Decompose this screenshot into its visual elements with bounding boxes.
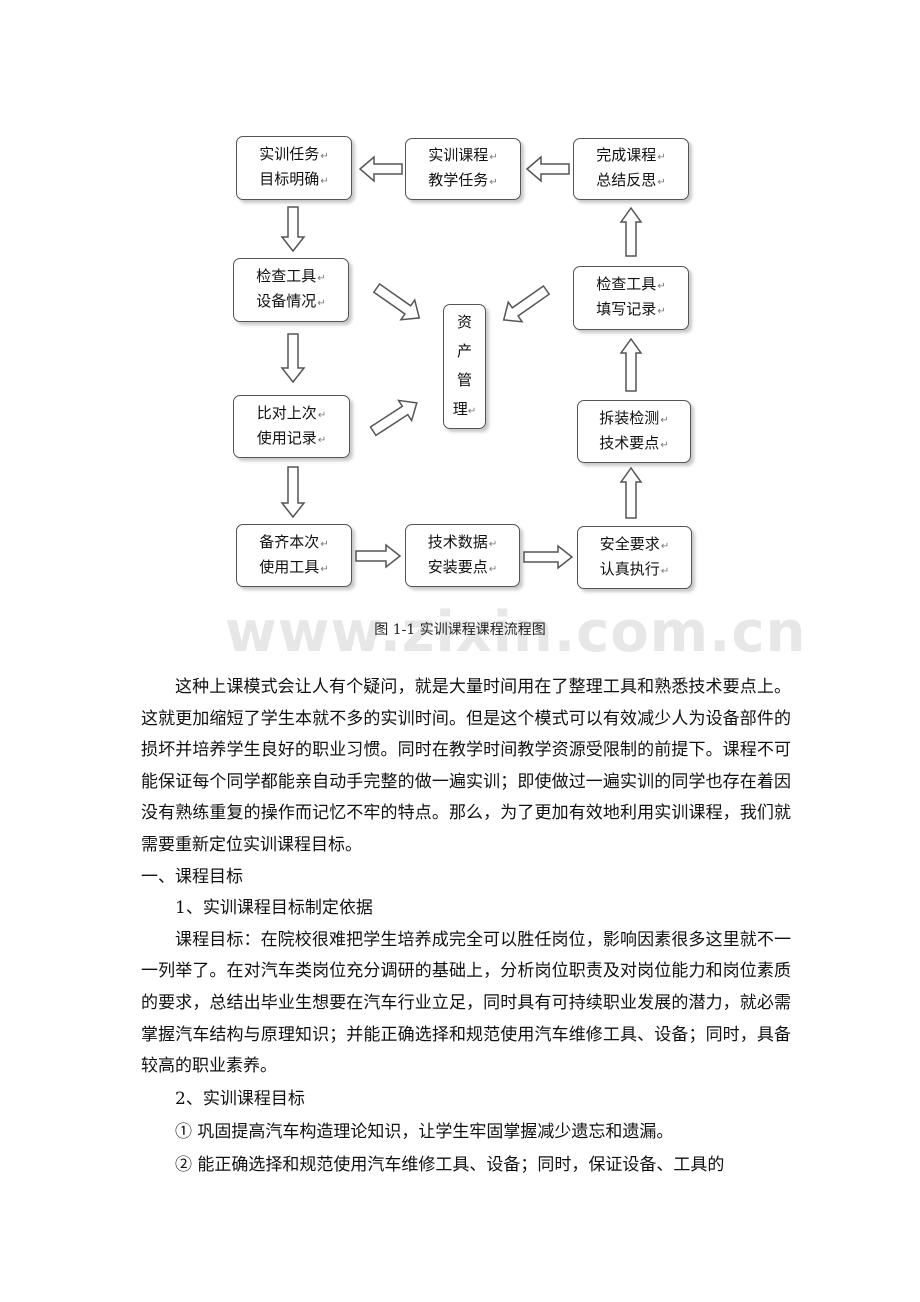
paragraph: 课程目标：在院校很难把学生培养成完全可以胜任岗位，影响因素很多这里就不一一列举了… — [141, 929, 791, 1077]
node-line: 实训任务 — [259, 143, 328, 168]
node-char: 资 — [456, 312, 472, 331]
arrow-down-2 — [280, 333, 306, 384]
arrow-down-3 — [280, 466, 306, 519]
node-line: 认真执行 — [600, 558, 669, 583]
node-line: 检查工具 — [596, 273, 665, 298]
node-disassembly-detection: 拆装检测 技术要点 — [577, 400, 691, 463]
node-tech-data: 技术数据 安装要点 — [405, 524, 520, 587]
node-line: 总结反思 — [596, 169, 665, 194]
arrow-right-1 — [355, 543, 402, 569]
subsection-heading: 1、实训课程目标制定依据 — [175, 898, 373, 919]
document-body: 这种上课模式会让人有个疑问，就是大量时间用在了整理工具和熟悉技术要点上。这就更加… — [141, 672, 791, 1182]
node-safety-requirements: 安全要求 认真执行 — [577, 526, 692, 589]
node-course-teaching: 实训课程 教学任务 — [405, 138, 521, 200]
list-item: ② 能正确选择和规范使用汽车维修工具、设备；同时，保证设备、工具的 — [175, 1154, 725, 1175]
section-heading: 一、课程目标 — [141, 866, 243, 887]
node-line: 设备情况 — [256, 290, 325, 315]
node-line: 教学任务 — [428, 169, 497, 194]
arrow-right-2 — [523, 544, 574, 570]
node-line: 技术要点 — [599, 432, 668, 457]
paragraph: 这种上课模式会让人有个疑问，就是大量时间用在了整理工具和熟悉技术要点上。这就更加… — [141, 677, 791, 855]
node-line: 使用工具 — [259, 556, 328, 581]
node-char: 产 — [456, 341, 472, 360]
node-line: 安全要求 — [600, 533, 669, 558]
node-line: 备齐本次 — [259, 531, 328, 556]
node-char: 理 — [453, 396, 476, 425]
subsection-heading: 2、实训课程目标 — [175, 1088, 305, 1109]
node-line: 技术数据 — [428, 531, 497, 556]
arrow-left-2 — [525, 155, 570, 183]
node-check-tools-record: 检查工具 填写记录 — [573, 266, 689, 330]
node-line: 完成课程 — [596, 144, 665, 169]
node-line: 目标明确 — [259, 168, 328, 193]
node-line: 使用记录 — [257, 427, 326, 452]
node-finish-summary: 完成课程 总结反思 — [573, 138, 689, 200]
arrow-up-2 — [619, 337, 643, 392]
node-prepare-tools: 备齐本次 使用工具 — [236, 524, 352, 587]
node-line: 安装要点 — [428, 556, 497, 581]
node-compare-last-use: 比对上次 使用记录 — [233, 395, 350, 458]
node-task-goal: 实训任务 目标明确 — [236, 136, 352, 200]
node-char: 管 — [456, 370, 472, 389]
node-line: 检查工具 — [256, 265, 325, 290]
node-line: 拆装检测 — [599, 407, 668, 432]
course-flowchart: 实训任务 目标明确 实训课程 教学任务 完成课程 总结反思 检查工具 设备情况 … — [0, 0, 920, 640]
arrow-left-1 — [358, 155, 403, 183]
node-check-tools-equipment: 检查工具 设备情况 — [233, 258, 349, 322]
arrow-diagonal-down-left — [502, 284, 551, 323]
arrow-up-3 — [619, 466, 643, 519]
node-asset-management: 资 产 管 理 — [443, 304, 486, 429]
arrow-diagonal-down-right — [372, 282, 421, 321]
arrow-diagonal-up-right — [369, 399, 418, 437]
list-item: ① 巩固提高汽车构造理论知识，让学生牢固掌握减少遗忘和遗漏。 — [175, 1121, 674, 1142]
node-line: 实训课程 — [428, 144, 497, 169]
node-line: 比对上次 — [257, 402, 326, 427]
arrow-up-1 — [619, 206, 643, 257]
figure-caption: 图 1-1 实训课程课程流程图 — [374, 622, 546, 638]
arrow-down-1 — [280, 206, 306, 253]
node-line: 填写记录 — [596, 298, 665, 323]
